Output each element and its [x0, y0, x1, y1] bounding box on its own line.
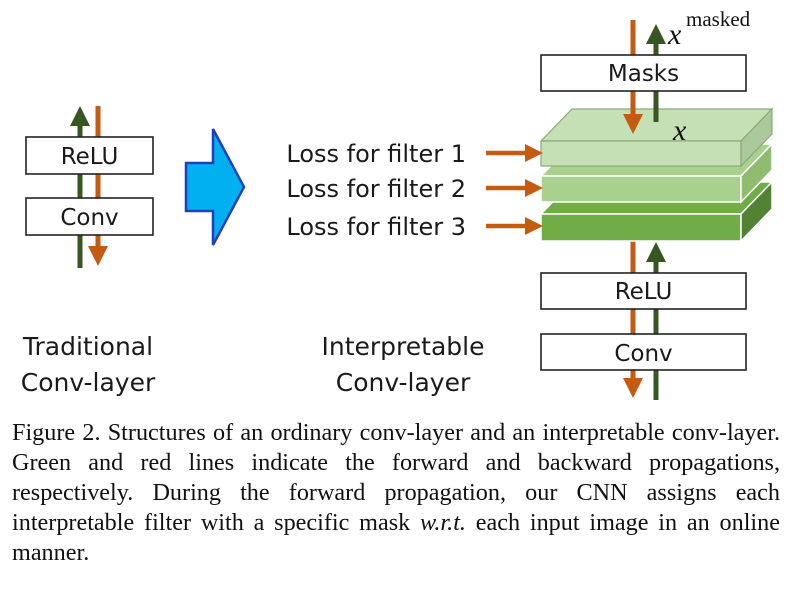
- traditional-conv-box: [25, 197, 154, 236]
- loss-label-1: Loss for filter 1: [286, 140, 466, 168]
- traditional-relu-label: ReLU: [61, 144, 119, 170]
- transition-arrow-icon: [184, 128, 246, 246]
- traditional-title-line2: Conv-layer: [21, 368, 156, 397]
- traditional-conv-label: Conv: [60, 205, 118, 231]
- caption-text: Figure 2. Structures of an ordinary conv…: [12, 419, 780, 536]
- traditional-conv-layer: ReLU Conv Traditional Conv-layer: [21, 106, 156, 397]
- x-label: x: [672, 114, 687, 147]
- caption-text-end: each input image in an online manner.: [12, 509, 780, 566]
- masks-box: [540, 54, 747, 92]
- filter-layer-1: [539, 107, 774, 168]
- loss-label-2: Loss for filter 2: [286, 175, 466, 203]
- interpretable-conv-box: [540, 333, 747, 371]
- loss-label-3: Loss for filter 3: [286, 213, 466, 241]
- masks-label: Masks: [608, 61, 679, 87]
- interpretable-title-line2: Conv-layer: [336, 368, 471, 397]
- traditional-title-line1: Traditional: [22, 332, 153, 361]
- x-masked-label: x: [667, 18, 682, 51]
- interpretable-conv-label: Conv: [614, 341, 672, 367]
- traditional-relu-box: [25, 136, 154, 175]
- interpretable-relu-box: [540, 272, 747, 310]
- interpretable-conv-layer: Masks x masked x Los: [286, 7, 774, 400]
- figure-caption: Figure 2. Structures of an ordinary conv…: [12, 418, 780, 568]
- interpretable-relu-label: ReLU: [615, 279, 673, 305]
- caption-italic: w.r.t.: [420, 509, 466, 536]
- figure-diagram: ReLU Conv Traditional Conv-layer Masks x…: [21, 7, 774, 400]
- x-masked-superscript: masked: [686, 7, 751, 31]
- interpretable-title-line1: Interpretable: [322, 332, 485, 361]
